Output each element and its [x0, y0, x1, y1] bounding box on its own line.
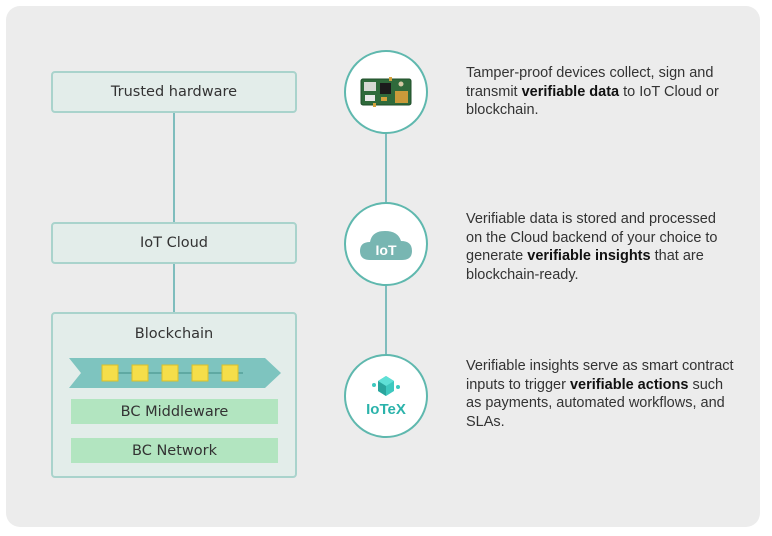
blockchain-title: Blockchain [134, 326, 214, 342]
bc-middleware-layer: BC Middleware [71, 399, 278, 424]
desc-2-pre: Verifiable data is stored and processed … [466, 211, 718, 264]
iot-cloud-box: IoT Cloud [51, 222, 297, 264]
trusted-hardware-label: Trusted hardware [110, 84, 238, 100]
iotex-logo-text: IoTeX [366, 401, 406, 418]
trusted-hardware-box: Trusted hardware [51, 71, 297, 113]
description-verifiable-data: Tamper-proof devices collect, sign and t… [466, 64, 734, 120]
iot-cloud-label: IoT Cloud [139, 235, 209, 251]
description-verifiable-insights: Verifiable data is stored and processed … [466, 210, 734, 284]
cloud-circle: IoT [344, 202, 428, 286]
iotex-circle: IoTeX [344, 354, 428, 438]
description-verifiable-actions: Verifiable insights serve as smart contr… [466, 357, 734, 431]
desc-1-pre: Tamper-proof devices collect, sign and t… [466, 65, 714, 100]
connector-left-top [173, 113, 175, 223]
bc-network-layer: BC Network [71, 438, 278, 463]
desc-2-post: that are blockchain-ready. [466, 248, 704, 283]
desc-3-pre: Verifiable insights serve as smart contr… [466, 358, 734, 393]
connector-right-top [385, 133, 387, 203]
blockchain-box: Blockchain BC Middleware BC Network [51, 312, 297, 478]
bc-network-label: BC Network [132, 442, 217, 459]
desc-3-bold: verifiable actions [569, 376, 689, 393]
desc-1-bold: verifiable data [521, 83, 620, 100]
connector-left-bottom [173, 264, 175, 312]
iotex-logo: IoTeX [366, 376, 406, 418]
desc-1-post: to IoT Cloud or blockchain. [466, 83, 719, 119]
chain-block [221, 364, 239, 382]
chain-arrow-graphic [69, 358, 281, 388]
circuit-board-icon [360, 77, 412, 107]
chain-block [131, 364, 149, 382]
chain-block [161, 364, 179, 382]
connector-right-bottom [385, 285, 387, 355]
hardware-circle [344, 50, 428, 134]
desc-2-bold: verifiable insights [527, 248, 651, 264]
cloud-icon-label: IoT [376, 242, 397, 258]
chain-block [101, 364, 119, 382]
bc-middleware-label: BC Middleware [120, 403, 229, 420]
chain-block [191, 364, 209, 382]
desc-3-post: such as payments, automated workflows, a… [466, 376, 725, 430]
cloud-icon: IoT [360, 231, 412, 260]
chain-blocks [101, 364, 239, 382]
